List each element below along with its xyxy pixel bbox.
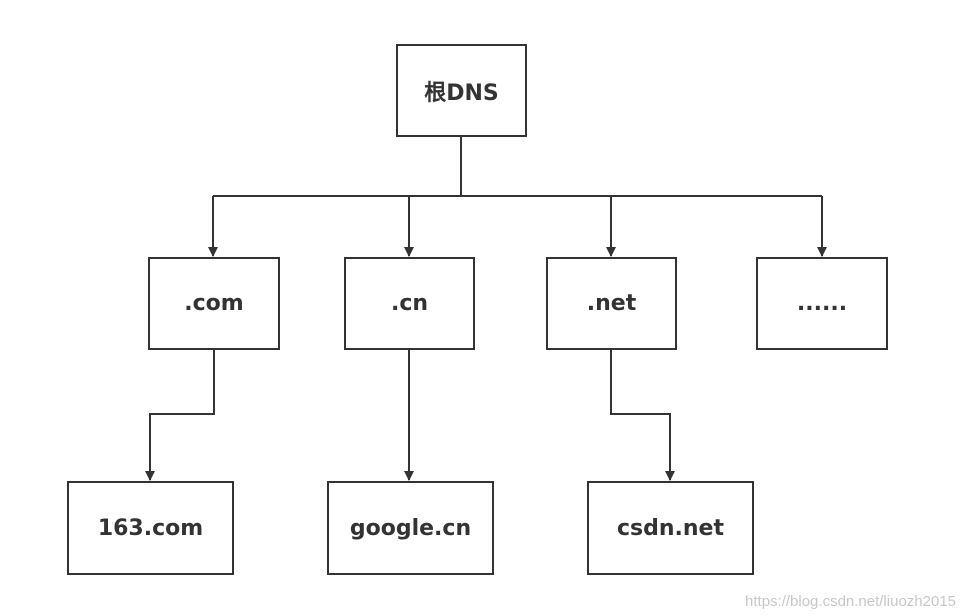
- node-net: .net: [546, 257, 677, 350]
- node-com: .com: [148, 257, 280, 350]
- node-cn: .cn: [344, 257, 475, 350]
- node-csdn-net-label: csdn.net: [616, 515, 724, 541]
- node-com-label: .com: [184, 291, 244, 316]
- node-163-com-label: 163.com: [97, 515, 204, 541]
- node-more: ......: [756, 257, 888, 350]
- node-root-dns-label: 根DNS: [424, 80, 499, 106]
- node-root-dns: 根DNS: [396, 44, 527, 137]
- edge-net-csdn: [610, 349, 675, 481]
- node-csdn-net: csdn.net: [587, 481, 754, 575]
- node-google-cn: google.cn: [327, 481, 494, 575]
- node-net-label: .net: [586, 291, 637, 316]
- node-google-cn-label: google.cn: [349, 515, 472, 541]
- node-more-label: ......: [796, 291, 848, 316]
- node-cn-label: .cn: [390, 291, 429, 316]
- node-163-com: 163.com: [67, 481, 234, 575]
- watermark-text: https://blog.csdn.net/liuozh2015: [745, 593, 956, 610]
- edge-com-163: [145, 349, 215, 481]
